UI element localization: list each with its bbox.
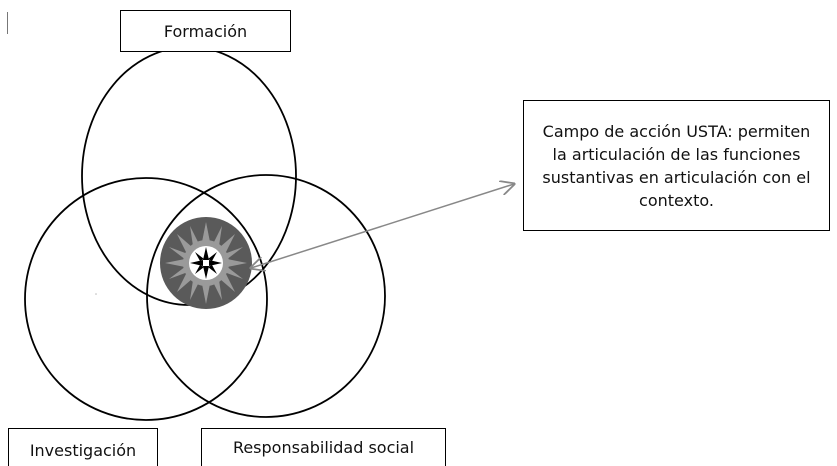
label-campo-accion: Campo de acción USTA: permiten la articu… <box>523 100 830 231</box>
label-investigacion: Investigación <box>8 428 158 466</box>
double-headed-arrow-icon <box>251 184 514 268</box>
label-responsabilidad-social: Responsabilidad social <box>201 428 446 466</box>
label-formacion: Formación <box>120 10 291 52</box>
label-formacion-text: Formación <box>163 21 248 41</box>
text-cursor <box>7 12 8 34</box>
label-campo-accion-text: Campo de acción USTA: permiten la articu… <box>542 121 811 210</box>
label-investigacion-text: Investigación <box>29 441 137 460</box>
circle-responsabilidad <box>146 174 386 418</box>
usta-star-emblem-icon <box>160 217 252 309</box>
label-responsabilidad-social-text: Responsabilidad social <box>232 438 415 457</box>
circle-investigacion <box>24 177 268 421</box>
